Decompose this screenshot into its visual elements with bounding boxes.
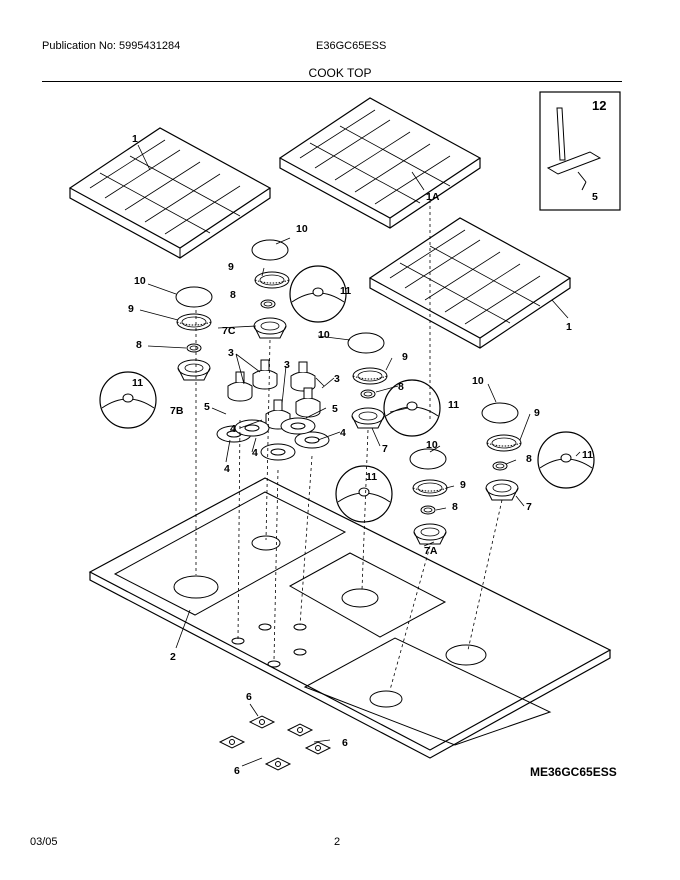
callout-7C: 7C	[222, 325, 236, 337]
callout-9-c: 9	[402, 351, 408, 363]
orifice-4	[492, 461, 508, 471]
detail-inset-3	[383, 379, 441, 437]
grate-left	[69, 127, 271, 259]
knob-1	[227, 371, 253, 402]
callout-1-right: 1	[566, 321, 572, 333]
burner-base-7-left	[351, 407, 385, 429]
orifice-5	[420, 505, 436, 515]
callout-6-a: 6	[246, 691, 252, 703]
callout-10-e: 10	[426, 439, 438, 451]
page-title: COOK TOP	[308, 66, 372, 80]
callout-4-a: 4	[230, 423, 236, 435]
callout-4-c: 4	[224, 463, 230, 475]
burner-base-7C	[253, 317, 287, 339]
foot-pad-5	[265, 757, 291, 771]
callout-8-c: 8	[398, 381, 404, 393]
burner-base-7A	[413, 523, 447, 545]
callout-4-d: 4	[252, 447, 258, 459]
callout-3-b: 3	[284, 359, 290, 371]
callout-1A: 1A	[426, 191, 440, 203]
callout-6-c: 6	[234, 765, 240, 777]
burner-cap-5	[409, 448, 447, 470]
inset-box-12	[539, 91, 621, 211]
burner-cap-2	[175, 286, 213, 308]
foot-pad-1	[249, 715, 275, 729]
orifice-3	[360, 389, 376, 399]
callout-10-b: 10	[134, 275, 146, 287]
callout-5-a: 5	[204, 401, 210, 413]
callout-11-e: 11	[366, 471, 377, 483]
knob-2	[252, 359, 278, 390]
callout-5-b: 5	[332, 403, 338, 415]
callout-8-b: 8	[136, 339, 142, 351]
callout-6-b: 6	[342, 737, 348, 749]
orifice-1	[260, 299, 276, 309]
callout-3-a: 3	[228, 347, 234, 359]
burner-ring-4	[486, 434, 522, 452]
callout-7A: 7A	[424, 545, 438, 557]
detail-inset-1	[289, 265, 347, 323]
callout-8-d: 8	[526, 453, 532, 465]
burner-cap-3	[347, 332, 385, 354]
bezel-3	[260, 443, 296, 461]
publication-number: Publication No: 5995431284	[42, 40, 181, 52]
detail-inset-2	[99, 371, 157, 429]
callout-12: 12	[592, 98, 606, 113]
burner-base-7B	[177, 359, 211, 381]
grate-center	[279, 97, 481, 229]
foot-pad-2	[287, 723, 313, 737]
diagram-code: ME36GC65ESS	[530, 765, 617, 779]
callout-10-c: 10	[318, 329, 330, 341]
callout-8-a: 8	[230, 289, 236, 301]
callout-10-a: 10	[296, 223, 308, 235]
callout-3-c: 3	[334, 373, 340, 385]
callout-9-a: 9	[228, 261, 234, 273]
burner-cap-1	[251, 239, 289, 261]
callout-10-d: 10	[472, 375, 484, 387]
burner-base-7-right	[485, 479, 519, 501]
page-number: 2	[334, 836, 341, 848]
callout-9-d: 9	[534, 407, 540, 419]
burner-ring-2	[176, 313, 212, 331]
foot-pad-4	[305, 741, 331, 755]
callout-7-right: 7	[526, 501, 532, 513]
callout-9-e: 9	[460, 479, 466, 491]
header-rule	[42, 81, 622, 82]
callout-2: 2	[170, 651, 176, 663]
callout-11-d: 11	[582, 449, 593, 461]
callout-7B: 7B	[170, 405, 184, 417]
grate-right	[369, 217, 571, 349]
knob-3	[290, 361, 316, 392]
bezel-5	[280, 417, 316, 435]
burner-ring-3	[352, 367, 388, 385]
callout-1-left: 1	[132, 133, 138, 145]
model-number: E36GC65ESS	[316, 40, 387, 52]
foot-pad-3	[219, 735, 245, 749]
callout-9-b: 9	[128, 303, 134, 315]
burner-cap-4	[481, 402, 519, 424]
callout-4-b: 4	[340, 427, 346, 439]
callout-11-c: 11	[448, 399, 459, 411]
burner-ring-5	[412, 479, 448, 497]
burner-ring-1	[254, 271, 290, 289]
footer-date: 03/05	[30, 836, 58, 848]
orifice-2	[186, 343, 202, 353]
callout-11-b: 11	[132, 377, 143, 389]
callout-11-a: 11	[340, 285, 351, 297]
callout-8-e: 8	[452, 501, 458, 513]
callout-7: 7	[382, 443, 388, 455]
detail-inset-5	[335, 465, 393, 523]
callout-5-c: 5	[592, 191, 598, 203]
